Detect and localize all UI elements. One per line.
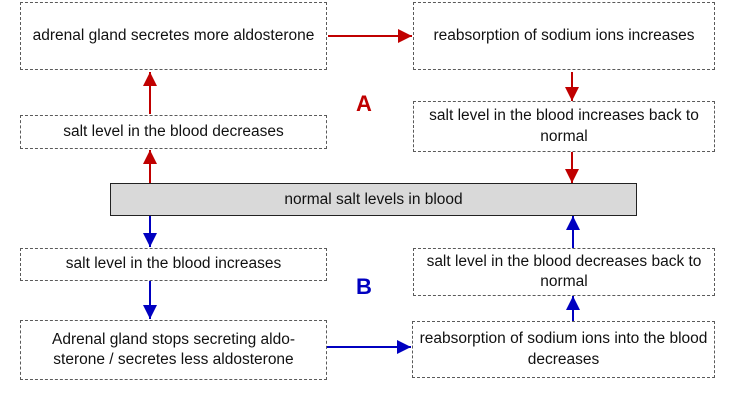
box-adrenal-more: adrenal gland secretes more aldosterone [20, 2, 327, 70]
box-reabsorption-increases: reabsorption of sodium ions increases [413, 2, 715, 70]
cycle-label-b: B [356, 274, 372, 299]
cycle-label-a: A [356, 91, 372, 116]
box-salt-decreases: salt level in the blood decreases [20, 115, 327, 149]
text-reabsorption-increases: reabsorption of sodium ions increases [433, 26, 695, 44]
box-salt-decreases-normal: salt level in the blood decreases back t… [413, 248, 715, 296]
text-salt-decreases: salt level in the blood decreases [63, 122, 284, 140]
box-salt-increases-normal: salt level in the blood increases back t… [413, 101, 715, 152]
text-reabsorption-decreases: reabsorption of sodium ions into the blo… [419, 330, 708, 368]
text-adrenal-more: adrenal gland secretes more aldosterone [32, 26, 315, 44]
box-salt-increases: salt level in the blood increases [20, 248, 327, 281]
box-reabsorption-decreases: reabsorption of sodium ions into the blo… [412, 321, 715, 378]
box-adrenal-less: Adrenal gland stops secreting aldo-stero… [20, 320, 327, 380]
text-salt-decreases-normal: salt level in the blood decreases back t… [426, 252, 702, 290]
text-adrenal-less: Adrenal gland stops secreting aldo-stero… [52, 330, 295, 368]
text-salt-increases-normal: salt level in the blood increases back t… [429, 107, 699, 145]
text-normal-salt-levels: normal salt levels in blood [284, 190, 463, 208]
text-salt-increases: salt level in the blood increases [65, 255, 282, 273]
normal-salt-levels-bar: normal salt levels in blood [110, 183, 637, 216]
